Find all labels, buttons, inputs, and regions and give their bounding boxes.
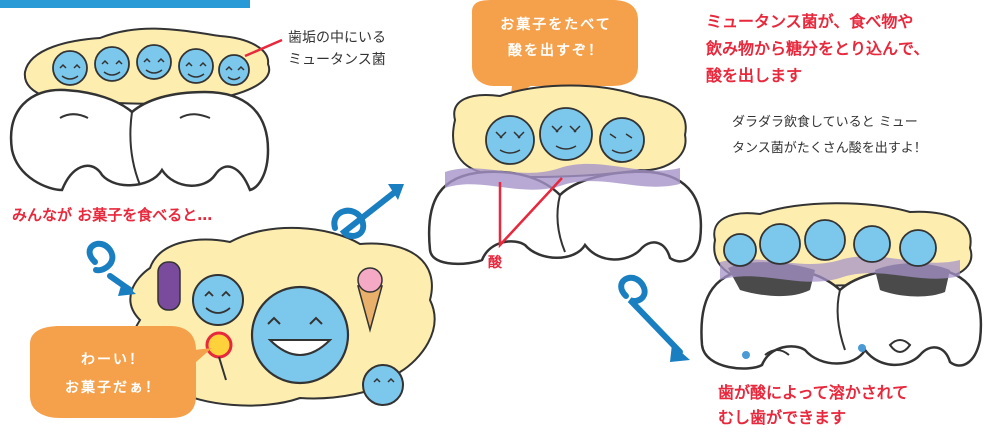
bacteria-trio <box>485 107 645 165</box>
bubble-yay-line-1: わーい！ <box>81 352 145 368</box>
plaque-bacteria-line-1: 歯垢の中にいる <box>288 30 386 46</box>
arrow-heads <box>118 184 690 362</box>
round-bacterium <box>362 364 404 406</box>
bubble-eat-line-2: 酸を出すぞ！ <box>508 43 604 59</box>
everyone-eats-caption: みんなが お菓子を食べると… <box>12 206 213 224</box>
acid-scene <box>427 84 703 266</box>
note-right-line-1: ダラダラ飲食していると ミュー <box>732 115 918 130</box>
small-bacterium <box>192 274 244 326</box>
acid-layer <box>445 163 680 190</box>
bubble-eat-text: お菓子をたべて 酸を出すぞ！ <box>478 12 634 64</box>
speech-bubble-eat <box>472 0 638 102</box>
cavity-caption-line-2: むし歯ができます <box>718 408 847 427</box>
bacteria-row <box>52 44 250 86</box>
note-right: ダラダラ飲食していると ミュー タンス菌がたくさん酸を出すよ！ <box>732 110 927 162</box>
cavity-caption-line-1: 歯が酸によって溶かされて <box>718 383 909 402</box>
acid-pointer <box>498 177 563 249</box>
heading-right: ミュータンス菌が、食べ物や 飲み物から糖分をとり込んで、 酸を出します <box>706 8 929 89</box>
lollipop <box>205 331 233 359</box>
arrow-1 <box>86 240 116 274</box>
plaque-bacteria-label: 歯垢の中にいる ミュータンス菌 <box>288 27 386 71</box>
header-strip <box>0 0 250 8</box>
cavity-scene <box>700 202 983 370</box>
plaque-teeth-scene <box>9 27 283 192</box>
speech-bubble-yay <box>30 326 212 418</box>
tooth-pair <box>9 88 270 192</box>
acid-label: 酸 <box>488 255 502 271</box>
heading-right-line-3: 酸を出します <box>706 66 803 85</box>
note-right-line-2: タンス菌がたくさん酸を出すよ！ <box>732 141 927 156</box>
bubble-eat-line-1: お菓子をたべて <box>500 17 612 33</box>
cavity-caption: 歯が酸によって溶かされて むし歯ができます <box>718 380 908 430</box>
flow-arrows <box>86 189 683 355</box>
plaque-bacteria-line-2: ミュータンス菌 <box>288 52 386 68</box>
eating-sweets-scene <box>129 226 436 407</box>
bubble-yay-text: わーい！ お菓子だぁ！ <box>32 346 194 402</box>
grape-drink <box>157 261 181 311</box>
bacteria-row-cavity <box>723 219 937 267</box>
heading-right-line-2: 飲み物から糖分をとり込んで、 <box>706 39 930 58</box>
heading-right-line-1: ミュータンス菌が、食べ物や <box>706 12 914 31</box>
bubble-yay-line-2: お菓子だぁ！ <box>65 380 161 396</box>
big-bacterium <box>250 285 350 385</box>
